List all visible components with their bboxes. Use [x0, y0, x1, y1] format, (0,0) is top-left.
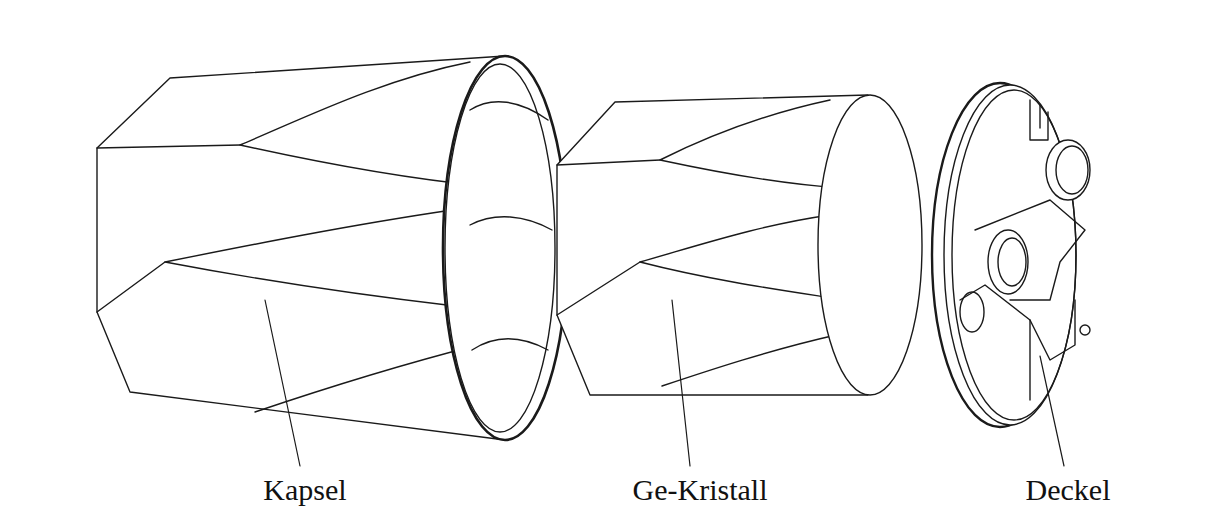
crystal-drawing	[557, 95, 922, 395]
lid-drawing	[932, 83, 1090, 427]
part-label: Ge-Kristall	[631, 473, 770, 506]
part-label: Deckel	[1024, 473, 1113, 506]
capsule-drawing	[97, 56, 567, 440]
leader-lines	[265, 300, 1064, 466]
part-label: Kapsel	[261, 473, 348, 506]
